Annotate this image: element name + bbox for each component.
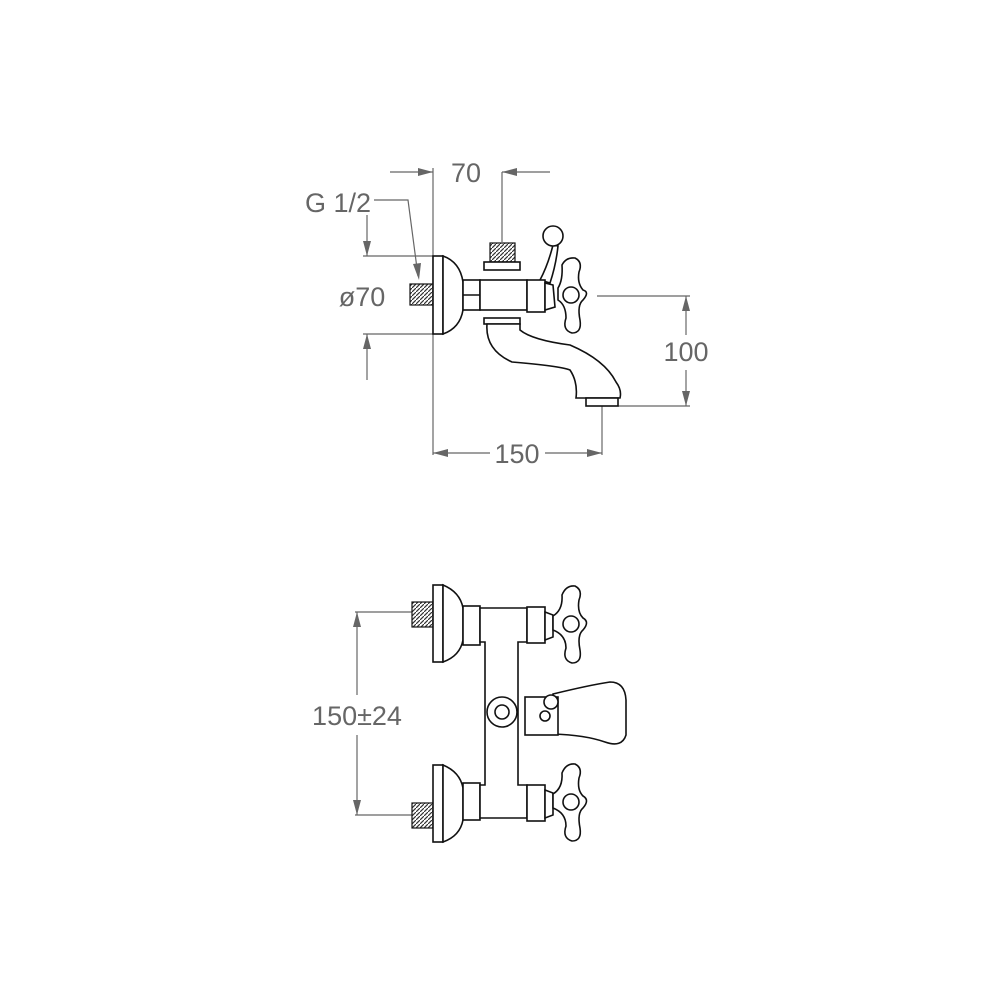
- cross-handle-icon: [552, 763, 588, 842]
- dimension-lines: [363, 168, 690, 457]
- dim-center-distance-label: 150±24: [312, 701, 402, 731]
- faucet-side-body: [409, 225, 622, 407]
- side-view: 70 G 1/2 ø70 100 150: [305, 158, 709, 469]
- dim-thread-label: G 1/2: [305, 188, 371, 218]
- faucet-front-body: [411, 583, 627, 844]
- dimension-lines: [353, 611, 412, 816]
- dim-plate-diameter-label: ø70: [339, 282, 386, 312]
- front-view: 150±24: [312, 583, 627, 844]
- dim-depth-label: 70: [451, 158, 481, 188]
- dim-spout-reach-label: 150: [494, 439, 539, 469]
- cross-handle-icon: [552, 585, 588, 664]
- dim-spout-height-label: 100: [663, 337, 708, 367]
